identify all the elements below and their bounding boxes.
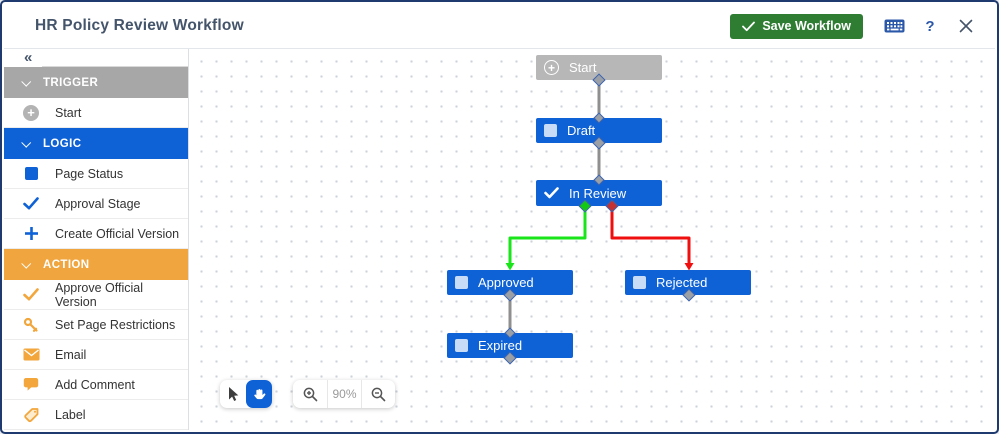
save-button-label: Save Workflow: [762, 19, 851, 33]
sidebar-item-label: Create Official Version: [55, 226, 180, 241]
key-icon: [22, 316, 40, 334]
sidebar-item-label: Email: [55, 347, 87, 362]
node-label: Expired: [478, 338, 523, 353]
zoom-level-display: 90%: [327, 380, 361, 408]
circle-plus-icon: +: [544, 60, 559, 75]
node-approved[interactable]: Approved: [447, 270, 573, 295]
check-icon: [742, 21, 756, 31]
envelope-icon: [22, 346, 40, 364]
keyboard-shortcuts-icon[interactable]: [879, 12, 909, 40]
section-label: LOGIC: [43, 137, 82, 150]
circle-plus-icon: +: [22, 104, 40, 122]
page-title: HR Policy Review Workflow: [35, 17, 244, 34]
node-label: Start: [569, 60, 597, 75]
mode-toolbar: [220, 380, 272, 408]
sidebar-item-create-official-version[interactable]: Create Official Version: [4, 219, 188, 249]
node-label: Rejected: [656, 275, 708, 290]
sidebar-item-label: Label: [55, 407, 86, 422]
sidebar-item-label: Set Page Restrictions: [55, 317, 176, 332]
save-workflow-button[interactable]: Save Workflow: [730, 13, 863, 39]
sidebar-item-label: Approve Official Version: [55, 280, 144, 309]
node-label: Approved: [478, 275, 534, 290]
node-in-review[interactable]: In Review: [536, 180, 662, 206]
sidebar-item-approve-official-version[interactable]: Approve Official Version: [4, 280, 188, 310]
sidebar-section-logic[interactable]: LOGIC: [4, 128, 188, 159]
sidebar-section-trigger[interactable]: TRIGGER: [4, 67, 188, 98]
node-expired[interactable]: Expired: [447, 333, 573, 358]
sidebar-item-email[interactable]: Email: [4, 340, 188, 370]
sidebar-item-label: Page Status: [55, 166, 124, 181]
tag-icon: [22, 406, 40, 424]
node-draft[interactable]: Draft: [536, 118, 662, 143]
zoom-in-button[interactable]: [293, 380, 327, 408]
zoom-toolbar: 90%: [293, 380, 395, 408]
state-square-icon: [455, 276, 468, 289]
check-icon: [544, 187, 559, 199]
chevron-down-icon: [21, 258, 32, 269]
state-square-icon: [633, 276, 646, 289]
section-label: ACTION: [43, 258, 90, 271]
sidebar-item-label: Add Comment: [55, 377, 135, 392]
node-label: In Review: [569, 185, 627, 201]
sidebar-item-label-tag[interactable]: Label: [4, 400, 188, 430]
divider: [42, 66, 188, 67]
sidebar-item-approval-stage[interactable]: Approval Stage: [4, 189, 188, 219]
blue-check-icon: [22, 195, 40, 213]
cursor-arrow-icon: [229, 387, 239, 401]
sidebar-item-label: Approval Stage: [55, 196, 141, 211]
blue-square-icon: [22, 165, 40, 183]
help-label: ?: [925, 17, 935, 35]
sidebar-item-set-page-restrictions[interactable]: Set Page Restrictions: [4, 310, 188, 340]
help-button[interactable]: ?: [915, 12, 945, 40]
close-icon[interactable]: [951, 12, 981, 40]
zoom-in-icon: [303, 387, 317, 401]
node-rejected[interactable]: Rejected: [625, 270, 751, 295]
state-square-icon: [455, 339, 468, 352]
chevron-down-icon: [21, 137, 32, 148]
connector-inreview-rejected: [610, 206, 691, 266]
chevron-down-icon: [21, 76, 32, 87]
sidebar-item-add-comment[interactable]: Add Comment: [4, 370, 188, 400]
pan-mode-button[interactable]: [246, 380, 272, 408]
header: HR Policy Review Workflow Save Workflow: [4, 4, 995, 49]
zoom-level-value: 90%: [332, 387, 357, 401]
orange-check-icon: [22, 286, 40, 304]
node-label: Draft: [567, 123, 596, 138]
node-start[interactable]: + Start: [536, 55, 662, 80]
blue-plus-icon: [22, 225, 40, 243]
sidebar-item-label: Start: [55, 105, 82, 120]
zoom-out-button[interactable]: [361, 380, 395, 408]
connector-inreview-approved: [508, 206, 587, 266]
hand-icon: [254, 388, 266, 399]
workflow-canvas[interactable]: + Start Draft In Review Approved Rejecte…: [188, 48, 995, 430]
select-mode-button[interactable]: [220, 380, 246, 408]
section-label: TRIGGER: [43, 76, 99, 89]
comment-icon: [22, 376, 40, 394]
state-square-icon: [544, 124, 557, 137]
collapse-sidebar-icon[interactable]: «: [24, 48, 33, 66]
zoom-out-icon: [371, 387, 386, 401]
workflow-connectors: [503, 73, 696, 365]
sidebar-section-action[interactable]: ACTION: [4, 249, 188, 280]
sidebar-item-start[interactable]: + Start: [4, 98, 188, 128]
sidebar-item-page-status[interactable]: Page Status: [4, 159, 188, 189]
palette-sidebar: « TRIGGER + Start LOGIC Page Status Appr…: [4, 48, 189, 430]
